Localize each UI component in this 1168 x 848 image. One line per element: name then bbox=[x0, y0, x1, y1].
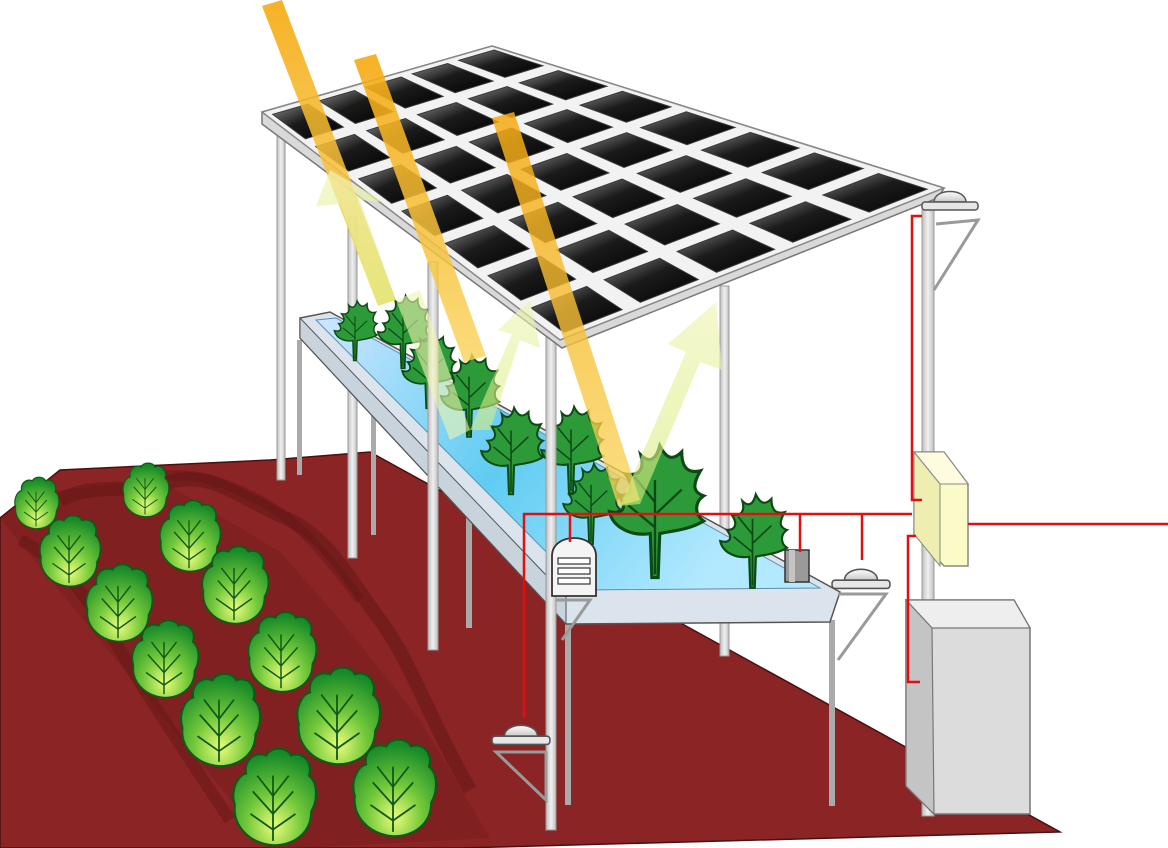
sensor-dome-icon bbox=[831, 568, 891, 661]
solar-panel-icon bbox=[579, 132, 674, 168]
sensor-dome-icon bbox=[921, 190, 981, 291]
reflected-ray bbox=[316, 170, 396, 306]
solar-panel-icon bbox=[578, 90, 673, 123]
sun-rays bbox=[262, 0, 722, 506]
solar-panel-icon bbox=[636, 155, 733, 193]
solar-panel-icon bbox=[517, 70, 609, 101]
sun-ray-icon bbox=[492, 112, 640, 506]
reflected-ray bbox=[470, 300, 540, 430]
solar-panel-icon bbox=[413, 145, 497, 184]
lettuce-icon bbox=[14, 476, 60, 530]
solar-panel-icon bbox=[700, 131, 801, 168]
reflected-ray bbox=[396, 290, 470, 440]
solar-panel-icon bbox=[675, 229, 776, 273]
weather-station-icon bbox=[551, 537, 597, 641]
solar-panel-icon bbox=[520, 152, 611, 191]
lettuce-icon bbox=[352, 738, 438, 838]
solar-panel-icon bbox=[624, 203, 721, 246]
sensor-dome-icon bbox=[491, 724, 551, 804]
lettuce-icon bbox=[38, 514, 102, 588]
lettuce-icon bbox=[247, 611, 318, 693]
lettuce-icon bbox=[179, 672, 262, 768]
control-box-icon bbox=[912, 450, 969, 568]
solar-panel-icon bbox=[444, 225, 531, 269]
pole-back-left bbox=[276, 127, 286, 481]
reflected-ray bbox=[620, 302, 722, 506]
trough-leg bbox=[466, 490, 472, 628]
solar-panel-icon bbox=[457, 49, 545, 78]
equipment-cabinet-icon bbox=[904, 598, 1032, 816]
solar-panel-icon bbox=[467, 86, 555, 119]
solar-panel-icon bbox=[572, 178, 666, 219]
solar-panel-icon bbox=[460, 173, 547, 214]
lettuce-icon bbox=[122, 462, 170, 518]
pole-back-right bbox=[719, 285, 730, 657]
trough-leg bbox=[829, 620, 835, 806]
sun-ray-icon bbox=[354, 54, 486, 362]
lettuce-icon bbox=[201, 545, 270, 625]
trough-leg bbox=[297, 340, 302, 475]
solar-panel-icon bbox=[410, 63, 495, 94]
solar-panel-icon bbox=[760, 152, 865, 191]
solar-panel-icon bbox=[603, 257, 700, 303]
trough-leg bbox=[371, 395, 376, 535]
trough-leg bbox=[565, 600, 571, 805]
solar-panel-icon bbox=[639, 111, 737, 146]
lettuce-icon bbox=[296, 666, 382, 766]
solar-panel-icon bbox=[692, 178, 793, 218]
solar-panel-icon bbox=[821, 173, 929, 213]
signal-wiring bbox=[522, 214, 1168, 718]
solar-panel-icon bbox=[555, 229, 649, 274]
solar-panel-icon bbox=[748, 201, 853, 243]
lettuce-icon bbox=[232, 747, 318, 847]
solar-panel-icon bbox=[523, 109, 614, 144]
lettuce-icon bbox=[131, 619, 200, 699]
sensors bbox=[491, 190, 981, 804]
lettuce-icon bbox=[85, 563, 154, 643]
water-probe-icon bbox=[784, 549, 810, 583]
